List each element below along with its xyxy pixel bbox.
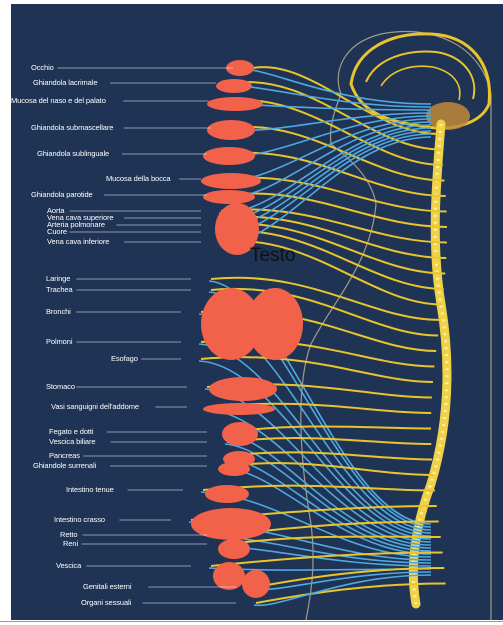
organ-shape	[213, 562, 245, 590]
organ-shape	[222, 422, 258, 446]
overlay-text: Testo	[250, 245, 295, 267]
bottom-rule	[0, 621, 503, 622]
organ-label: Bronchi	[46, 307, 71, 316]
organ-label: Esofago	[111, 354, 138, 363]
organ-label: Laringe	[46, 274, 70, 283]
organ-label: Organi sessuali	[81, 598, 131, 607]
organ-label: Vasi sanguigni dell'addome	[51, 402, 139, 411]
organ-label: Ghiandola lacrimale	[33, 78, 97, 87]
organ-label: Vena cava inferiore	[47, 237, 109, 246]
organ-label: Mucosa della bocca	[106, 174, 171, 183]
organ-label: Cuore	[47, 227, 67, 236]
anatomy-illustration: OcchioGhiandola lacrimaleMucosa del naso…	[11, 4, 503, 620]
organ-label: Vescica	[56, 561, 81, 570]
organ-label: Trachea	[46, 285, 73, 294]
organ-label: Intestino crasso	[54, 515, 105, 524]
organ-shape	[209, 377, 277, 401]
organ-label: Retto	[60, 530, 77, 539]
organ-label: Pancreas	[49, 451, 80, 460]
organ-label: Ghiandola parotide	[31, 190, 93, 199]
organ-label: Genitali esterni	[83, 582, 131, 591]
organ-label: Vescica biliare	[49, 437, 95, 446]
organ-label: Polmoni	[46, 337, 72, 346]
organ-shape	[205, 485, 249, 503]
organ-label: Intestino tenue	[66, 485, 114, 494]
organ-shape	[216, 79, 252, 93]
organ-label: Fegato e dotti	[49, 427, 93, 436]
organ-label: Ghiandola sublinguale	[37, 149, 109, 158]
organ-label: Mucosa del naso e del palato	[11, 96, 106, 105]
organ-label: Occhio	[31, 63, 54, 72]
organ-shape	[242, 570, 270, 598]
sympathetic-nerve	[227, 438, 431, 444]
organ-label: Reni	[63, 539, 78, 548]
organ-shape	[207, 97, 263, 111]
organ-shape	[207, 120, 255, 140]
parasympathetic-nerve	[251, 70, 431, 104]
organ-shape	[203, 190, 255, 204]
organ-shape	[201, 173, 261, 189]
organ-shape	[203, 147, 255, 165]
organ-shape	[218, 539, 250, 559]
organ-label: Stomaco	[46, 382, 75, 391]
organ-shape	[203, 403, 275, 415]
organ-shape	[218, 462, 250, 476]
organ-label: Ghiandole surrenali	[33, 461, 96, 470]
organ-shape	[247, 288, 303, 360]
cerebellum	[426, 102, 470, 130]
organ-label: Ghiandola submascellare	[31, 123, 113, 132]
